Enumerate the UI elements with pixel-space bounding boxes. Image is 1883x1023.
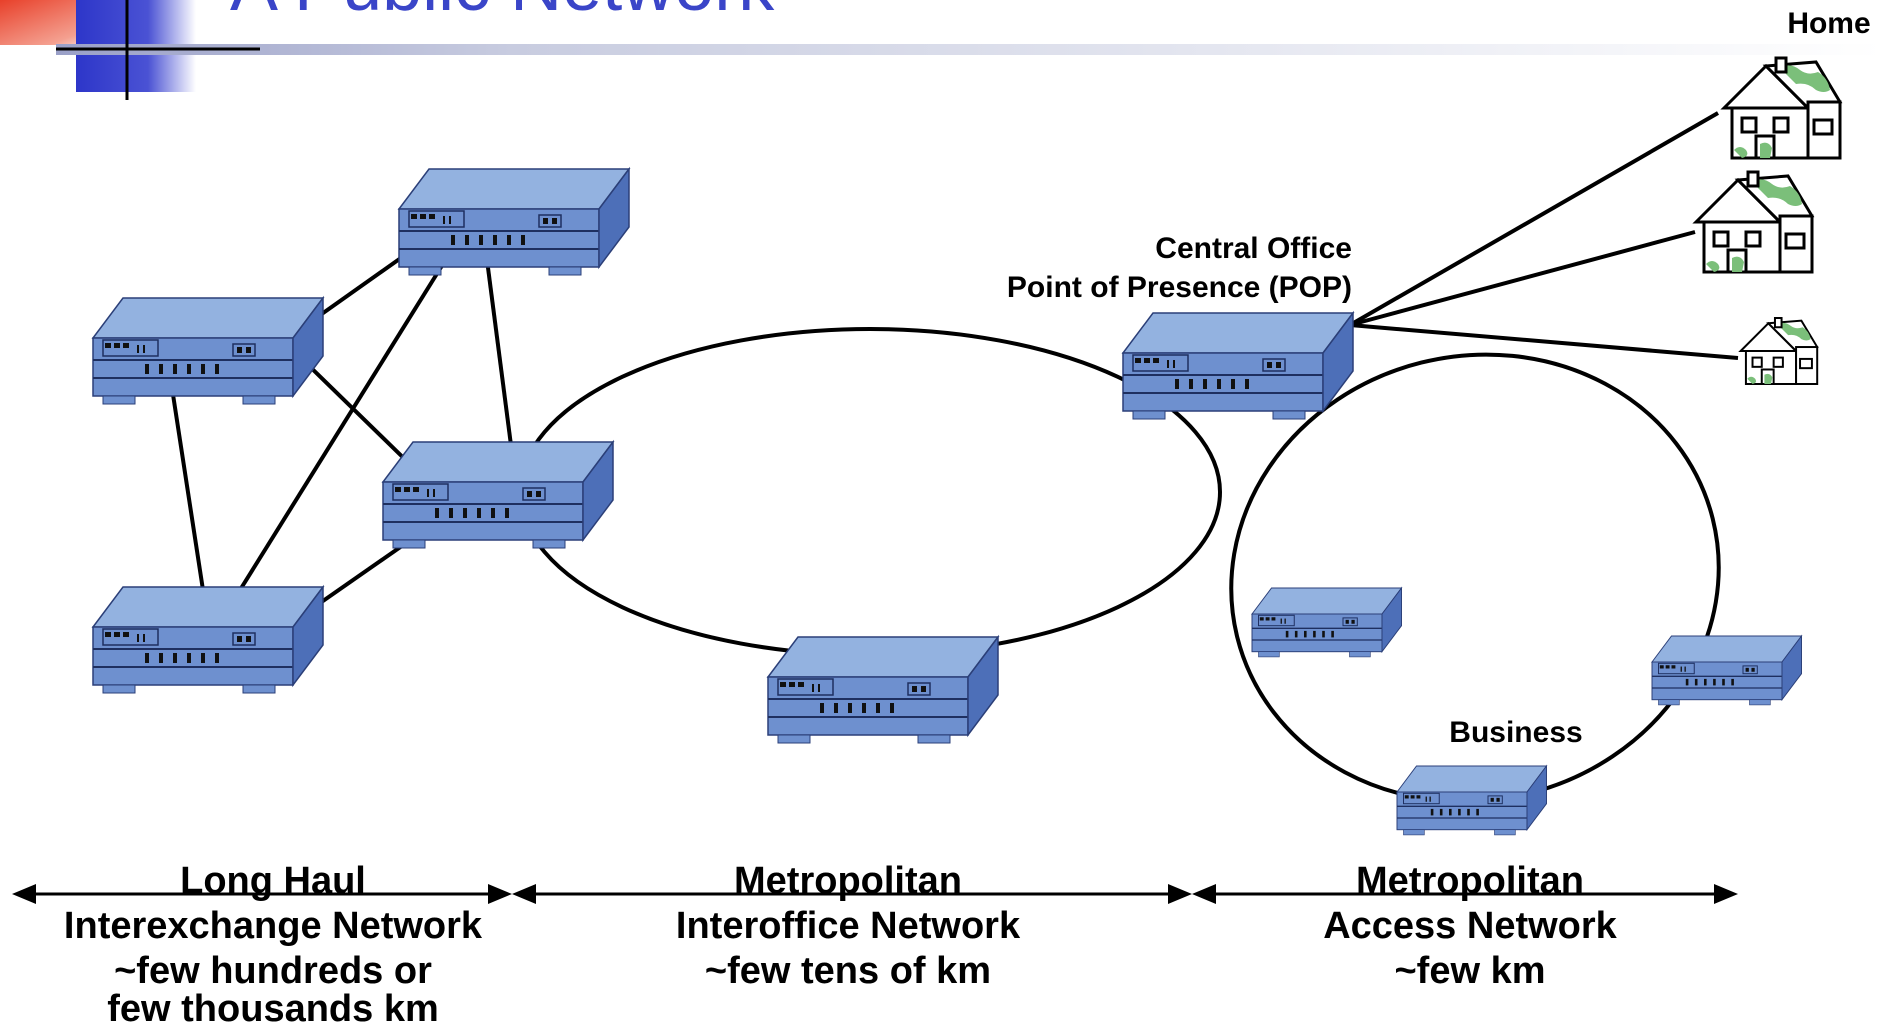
pop-label: Point of Presence (POP)	[1007, 271, 1352, 304]
interoffice-ring	[518, 327, 1222, 657]
home-links	[1349, 111, 1739, 360]
double-arrow-icon	[12, 884, 512, 904]
router-icon	[92, 297, 324, 405]
section-title: Metropolitan	[1356, 860, 1584, 902]
central-office-label: Central Office	[1155, 232, 1352, 265]
section-interoffice: Metropolitan Interoffice Network ~few te…	[676, 860, 1021, 992]
house-icon	[1739, 317, 1819, 385]
section-title: Long Haul	[180, 860, 366, 902]
router-icon	[92, 586, 324, 694]
double-arrow-icon	[1192, 884, 1738, 904]
router-icon	[767, 636, 999, 744]
section-line: ~few tens of km	[705, 950, 991, 992]
router-icon	[1651, 635, 1803, 706]
router-icon	[398, 168, 630, 276]
section-line: ~few hundreds or	[114, 950, 432, 992]
router-icon	[1396, 765, 1548, 836]
business-label: Business	[1449, 716, 1582, 749]
section-line: Access Network	[1323, 905, 1617, 947]
router-icon	[1122, 312, 1354, 420]
double-arrow-icon	[512, 884, 1192, 904]
house-icon	[1694, 170, 1814, 274]
router-icon	[382, 441, 614, 549]
section-line: few thousands km	[107, 988, 439, 1023]
section-title: Metropolitan	[734, 860, 962, 902]
house-icon	[1722, 56, 1842, 160]
section-access: Metropolitan Access Network ~few km	[1323, 860, 1617, 992]
router-icon	[1251, 587, 1403, 658]
home-label: Home	[1787, 7, 1870, 40]
section-line: Interexchange Network	[64, 905, 483, 947]
section-long-haul: Long Haul Interexchange Network ~few hun…	[64, 860, 483, 1023]
page-title: A Public Network	[230, 0, 775, 26]
title-decoration	[0, 0, 1883, 100]
section-line: Interoffice Network	[676, 905, 1021, 947]
section-line: ~few km	[1394, 950, 1545, 992]
